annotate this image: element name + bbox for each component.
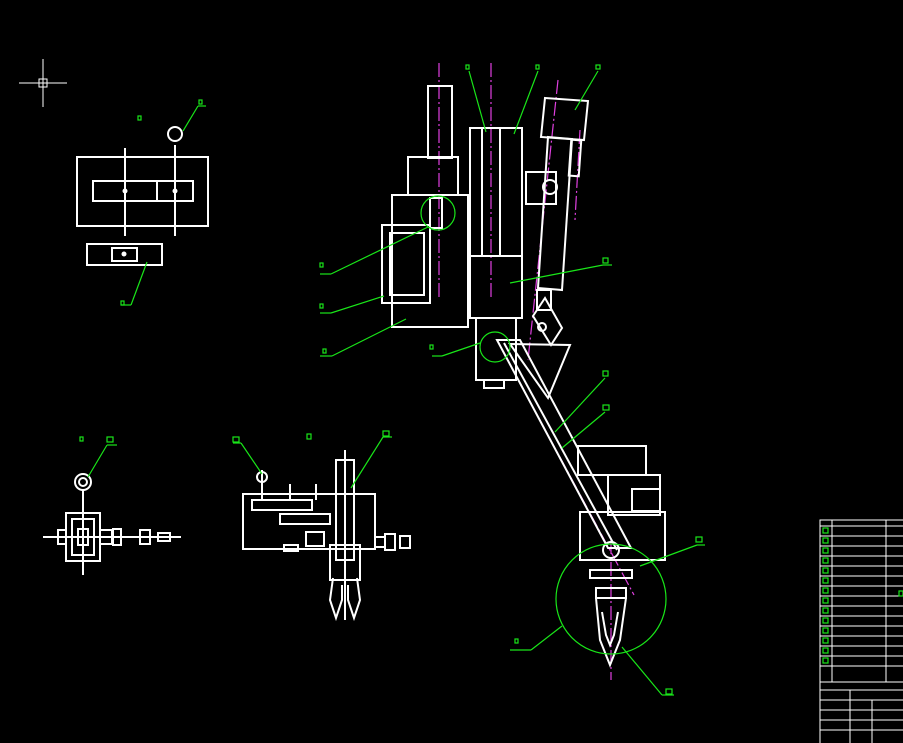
- manipulator-main-view: [319, 63, 705, 696]
- title-block: [819, 519, 903, 743]
- crosshair-cursor-icon: [19, 59, 67, 107]
- gearbox-top-view: [76, 99, 209, 306]
- wrist-joint-view: [43, 436, 181, 575]
- gripper-assembly-view: [232, 430, 411, 622]
